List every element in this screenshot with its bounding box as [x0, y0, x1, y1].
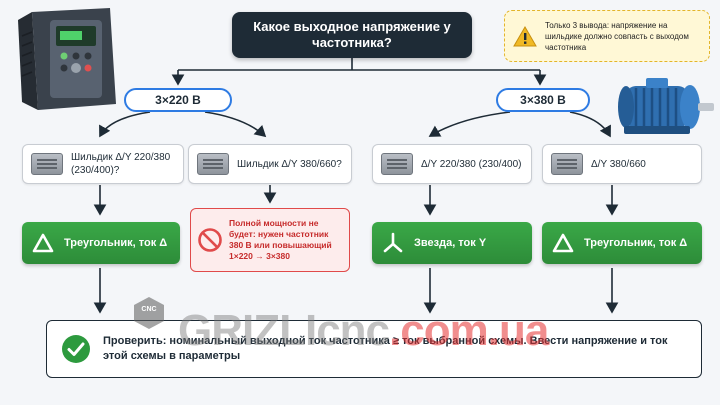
delta-icon [32, 233, 54, 253]
watermark-logo-text: CNC [141, 306, 156, 313]
nameplate-icon [197, 153, 229, 175]
electric-motor-image [618, 78, 714, 134]
watermark-domain: .com.ua [389, 306, 549, 355]
result-label: Треугольник, ток Δ [584, 237, 688, 249]
nameplate-label: Шильдик Δ/Y 380/660? [237, 158, 342, 170]
frequency-drive-image [18, 8, 116, 110]
warning-text: Полной мощности не будет: нужен частотни… [229, 218, 332, 261]
nameplate-card-380-660-right: Δ/Y 380/660 [542, 144, 702, 184]
verification-box: Проверить: номинальный выходной ток част… [46, 320, 702, 378]
verification-text: Проверить: номинальный выходной ток част… [103, 335, 668, 362]
nameplate-label: Шильдик Δ/Y 220/380 (230/400)? [71, 152, 171, 176]
nameplate-card-220-380-right: Δ/Y 220/380 (230/400) [372, 144, 532, 184]
check-icon [62, 335, 90, 363]
watermark: GRIZLIcnc.com.ua [178, 306, 549, 356]
result-label: Треугольник, ток Δ [64, 237, 168, 249]
note-text: Только 3 вывода: напряжение на шильдике … [545, 20, 689, 52]
no-entry-icon [198, 228, 222, 252]
delta-icon [552, 233, 574, 253]
nameplate-card-220-380: Шильдик Δ/Y 220/380 (230/400)? [22, 144, 184, 184]
question-title: Какое выходное напряжение у частотника? [232, 12, 472, 58]
voltage-3x380: 3×380 В [496, 88, 590, 112]
result-star: Звезда, ток Y [372, 222, 532, 264]
star-icon [383, 232, 403, 253]
result-delta-right: Треугольник, ток Δ [542, 222, 702, 264]
voltage-3x220: 3×220 В [124, 88, 232, 112]
watermark-logo: CNC [134, 297, 164, 329]
nameplate-label: Δ/Y 220/380 (230/400) [421, 158, 522, 170]
nameplate-card-380-660-left: Шильдик Δ/Y 380/660? [188, 144, 352, 184]
result-label: Звезда, ток Y [414, 237, 487, 249]
warning-box: Полной мощности не будет: нужен частотни… [190, 208, 350, 272]
note-box: Только 3 вывода: напряжение на шильдике … [504, 10, 710, 62]
nameplate-label: Δ/Y 380/660 [591, 158, 646, 170]
nameplate-icon [551, 153, 583, 175]
watermark-main: GRIZLIcnc [178, 306, 390, 355]
result-delta-left: Треугольник, ток Δ [22, 222, 180, 264]
warning-icon [513, 26, 537, 47]
nameplate-icon [381, 153, 413, 175]
nameplate-icon [31, 153, 63, 175]
